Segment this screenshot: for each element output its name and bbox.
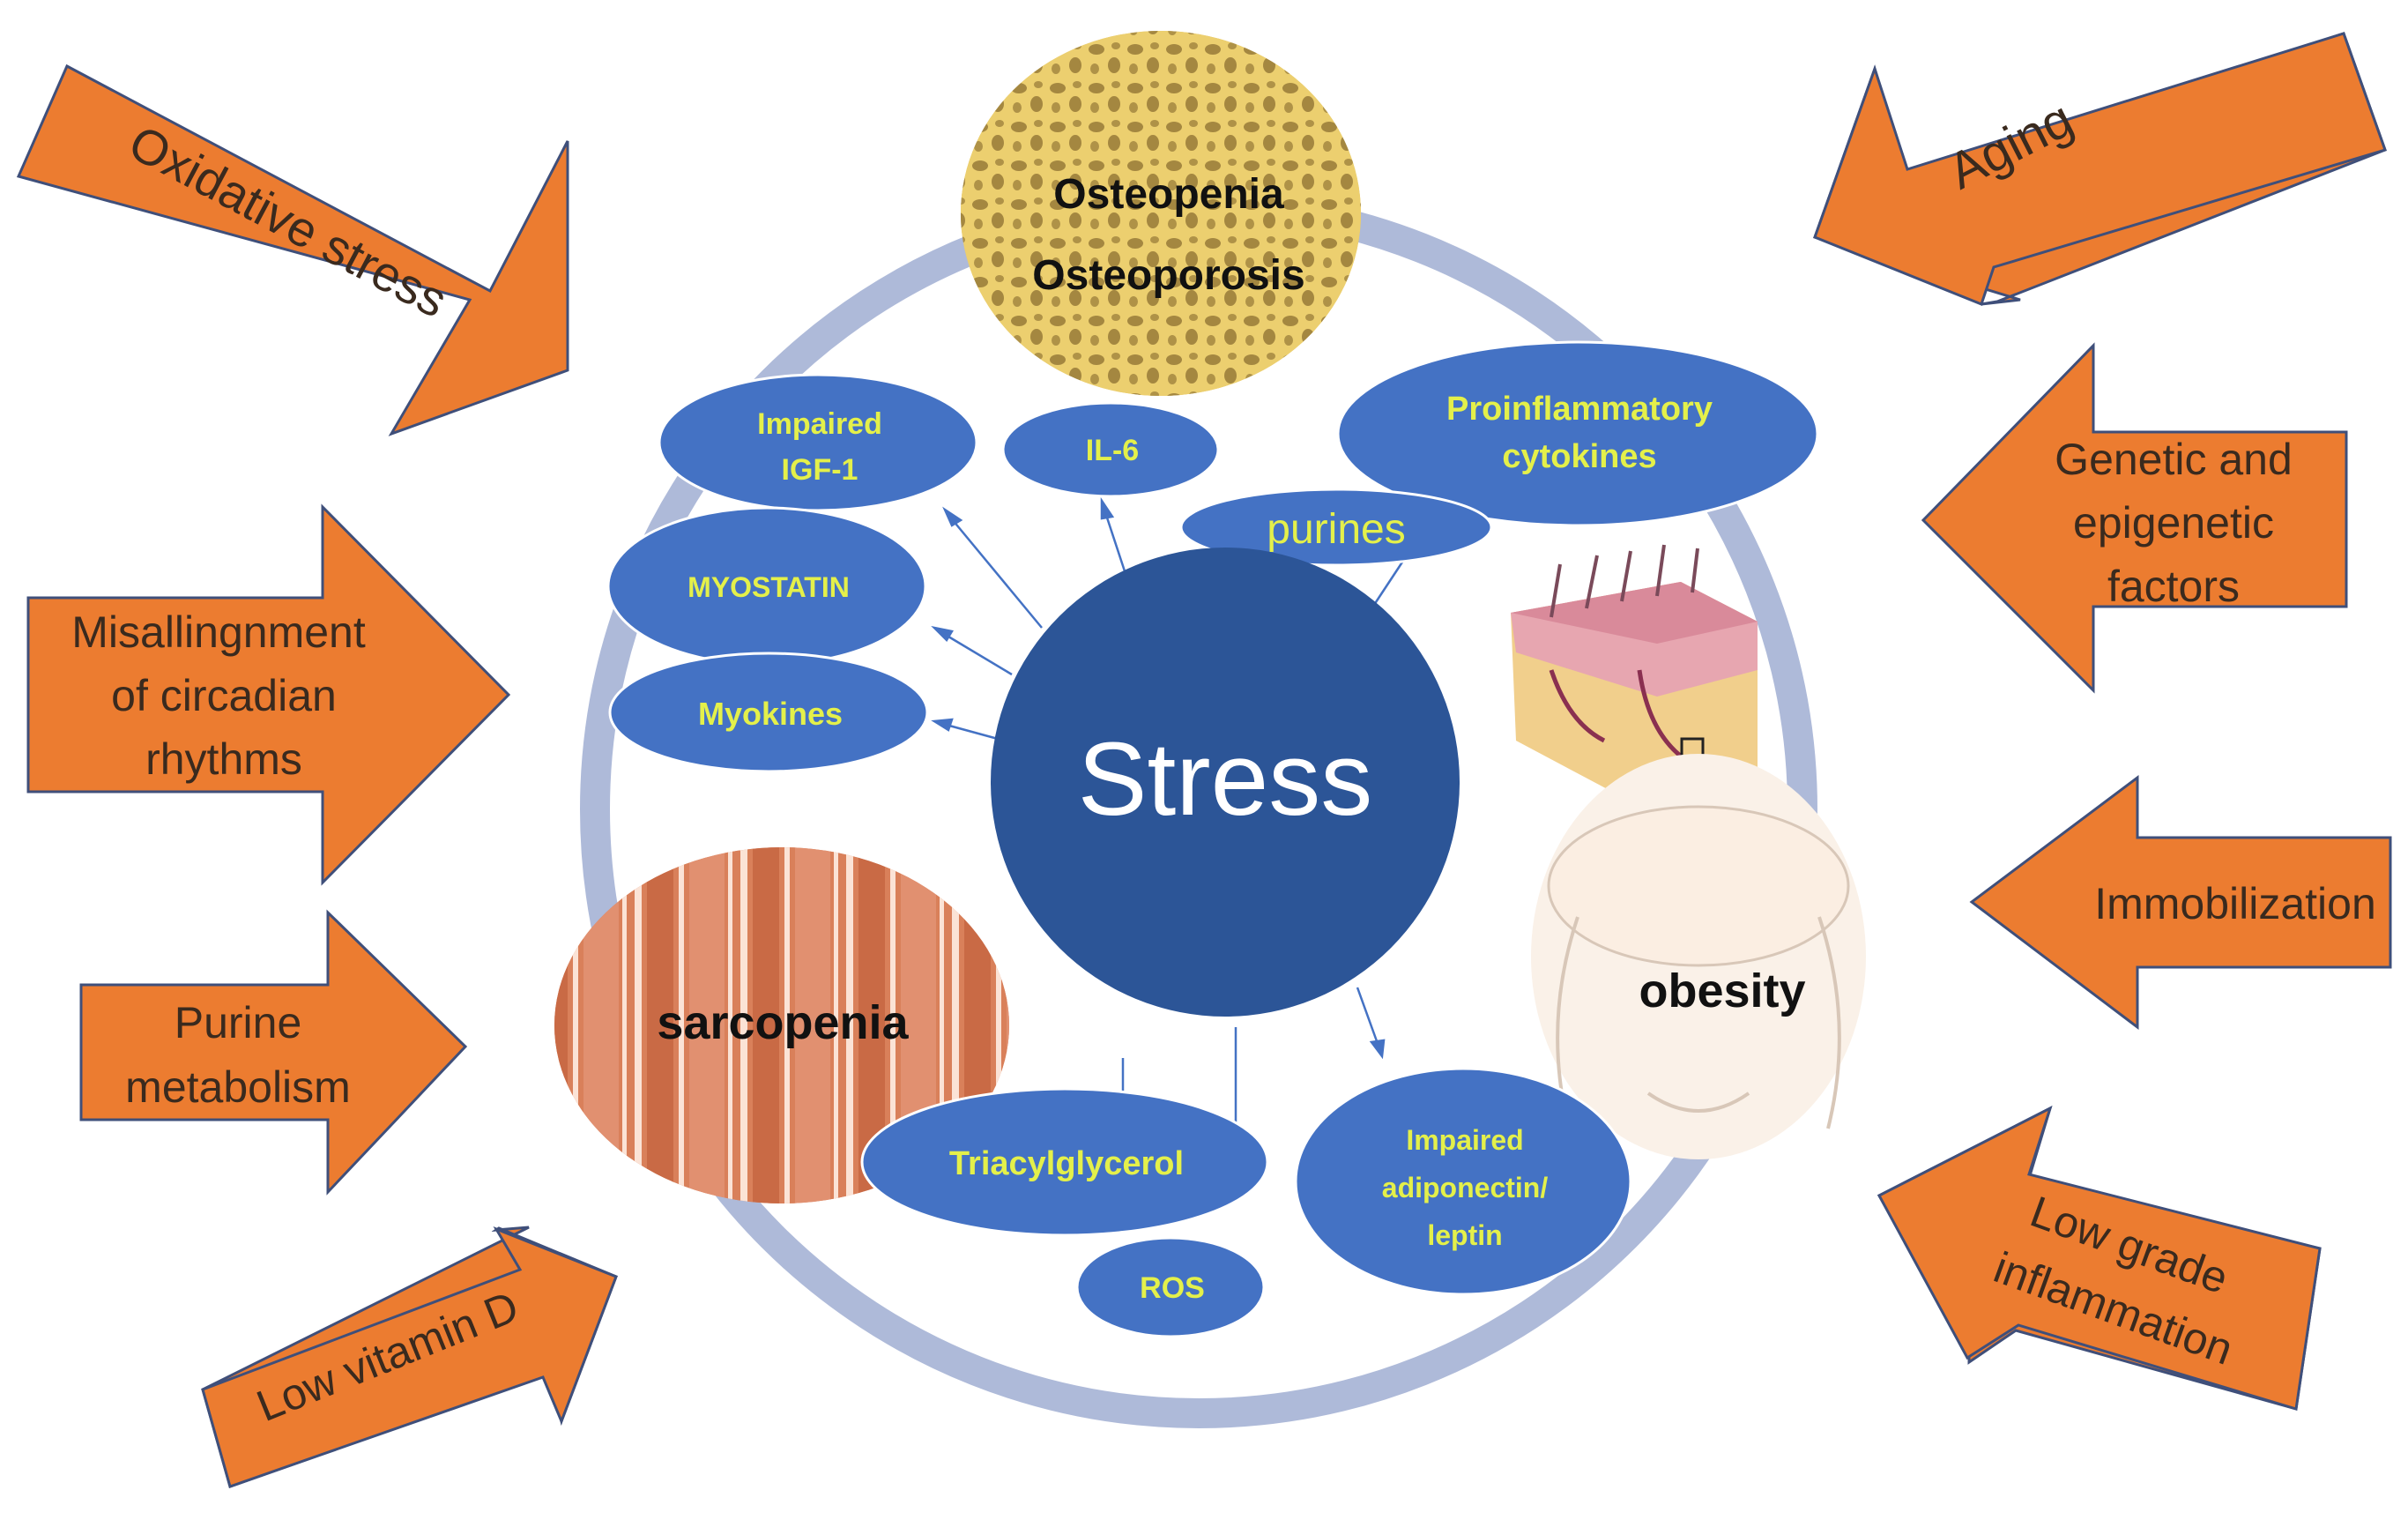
proinflammatory-line-2: cytokines — [1502, 438, 1656, 475]
adiponectin-node: Impaired adiponectin/ leptin — [1294, 1067, 1632, 1296]
proinflammatory-cytokines-node: Proinflammatory cytokines — [1336, 340, 1819, 527]
myostatin-label: MYOSTATIN — [687, 571, 850, 603]
obesity-image: obesity — [1531, 754, 1866, 1159]
stress-label: Stress — [1078, 721, 1372, 838]
immobilization-label: Immobilization — [2094, 879, 2376, 928]
arrow-low-grade-inflammation: Low grade inflammation — [1877, 1106, 2322, 1411]
genetic-label-line-2: epigenetic — [2073, 498, 2274, 548]
circadian-label-line-2: of circadian — [111, 671, 337, 720]
arrow-aging: Aging — [1813, 32, 2387, 306]
ros-label: ROS — [1140, 1271, 1205, 1305]
purines-label: purines — [1267, 506, 1405, 553]
oxidative-stress-label: Oxidative stress — [121, 114, 457, 328]
impaired-igf1-line-1: Impaired — [757, 407, 882, 441]
genetic-label-line-1: Genetic and — [2055, 435, 2293, 484]
arrow-purine-metabolism: Purine metabolism — [79, 909, 468, 1196]
adiponectin-line-1: Impaired — [1406, 1124, 1523, 1156]
stress-center-node: Stress — [991, 548, 1460, 1017]
obesity-label: obesity — [1639, 965, 1805, 1017]
osteopenia-label: Osteopenia — [1053, 171, 1284, 218]
proinflammatory-line-1: Proinflammatory — [1446, 391, 1713, 428]
ros-node: ROS — [1075, 1236, 1266, 1338]
arrow-genetic: Genetic and epigenetic factors — [1921, 342, 2348, 694]
purine-metabolism-line-1: Purine — [175, 998, 302, 1047]
il6-label: IL-6 — [1086, 434, 1139, 467]
arrow-immobilization: Immobilization — [1969, 775, 2392, 1031]
adiponectin-line-3: leptin — [1427, 1219, 1502, 1251]
genetic-label-line-3: factors — [2107, 562, 2240, 611]
arrow-low-vitamin-d: Low vitamin D — [201, 1226, 618, 1488]
arrow-oxidative-stress: Oxidative stress — [16, 63, 569, 436]
muscle-tissue-image: sarcopenia — [554, 847, 1009, 1203]
circadian-label-line-1: Misallingnment — [71, 607, 366, 657]
myokines-node: Myokines — [608, 652, 929, 773]
osteoporosis-label: Osteoporosis — [1032, 252, 1304, 299]
connector-arrows — [931, 496, 1405, 1137]
purine-metabolism-line-2: metabolism — [125, 1062, 351, 1112]
myostatin-node: MYOSTATIN — [606, 506, 927, 667]
bone-tissue-image: Osteopenia Osteoporosis — [961, 31, 1361, 396]
sarcopenia-label: sarcopenia — [657, 996, 909, 1049]
impaired-igf1-node: Impaired IGF-1 — [658, 373, 978, 512]
impaired-igf1-line-2: IGF-1 — [782, 453, 858, 487]
circadian-label-line-3: rhythms — [145, 734, 302, 784]
triacylglycerol-label: Triacylglycerol — [949, 1145, 1184, 1182]
adiponectin-line-2: adiponectin/ — [1382, 1172, 1549, 1203]
il6-node: IL-6 — [1001, 401, 1220, 498]
triacylglycerol-node: Triacylglycerol — [860, 1087, 1269, 1237]
myokines-label: Myokines — [698, 696, 843, 732]
arrow-circadian: Misallingnment of circadian rhythms — [26, 503, 511, 886]
purines-node: purines — [1179, 488, 1493, 567]
